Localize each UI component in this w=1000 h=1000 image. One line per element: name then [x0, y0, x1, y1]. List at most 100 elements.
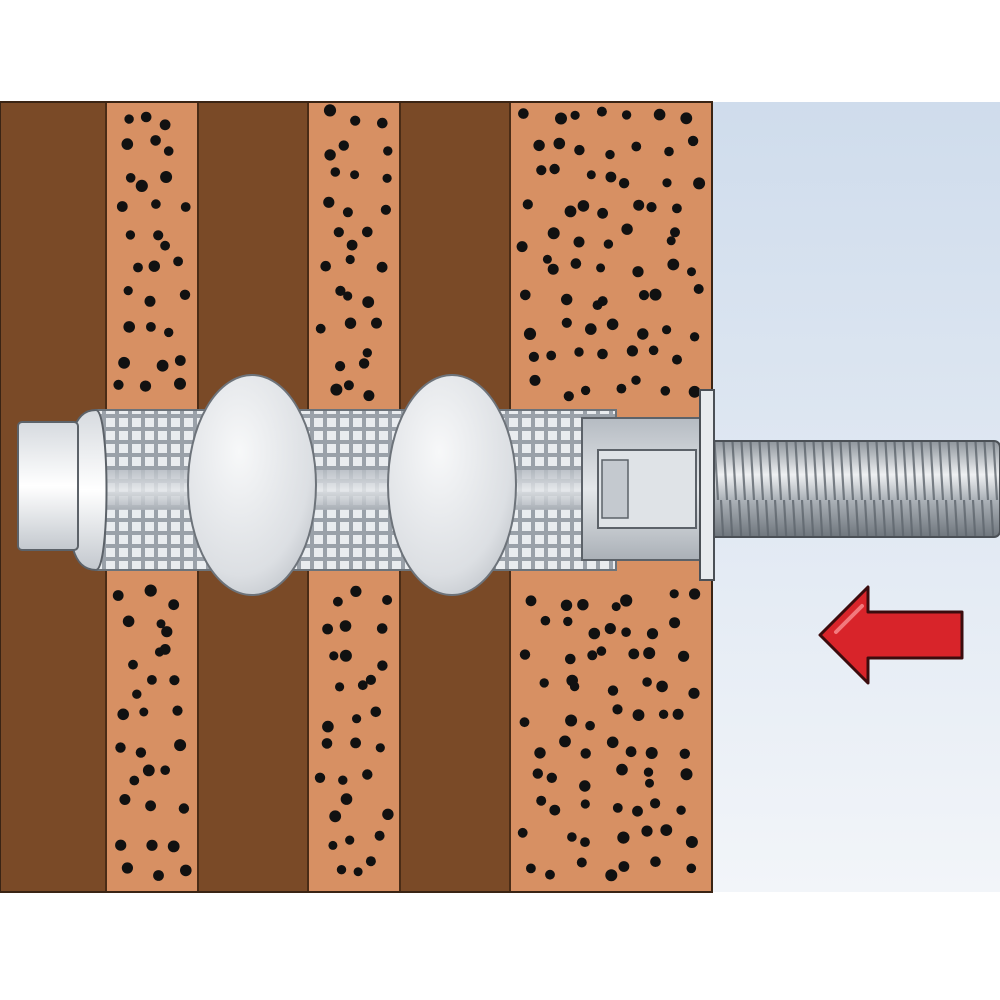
pore-dot — [563, 616, 573, 627]
pore-dot — [118, 356, 130, 369]
pore-dot — [323, 196, 335, 208]
pore-dot — [117, 708, 129, 721]
pore-dot — [116, 201, 128, 212]
pore-dot — [549, 163, 560, 175]
pore-dot — [330, 167, 341, 177]
pore-dot — [580, 837, 590, 847]
pore-dot — [371, 317, 382, 329]
pore-dot — [649, 288, 662, 301]
pore-dot — [585, 720, 595, 731]
pore-dot — [632, 805, 643, 817]
pore-dot — [597, 348, 608, 360]
pore-dot — [597, 207, 608, 219]
mortar-bulge-1 — [187, 374, 317, 596]
pore-dot — [620, 594, 633, 607]
pore-dot — [113, 379, 124, 390]
pore-dot — [122, 615, 135, 628]
pore-dot — [672, 354, 682, 365]
pore-dot — [632, 266, 644, 278]
pore-dot — [135, 747, 147, 758]
pore-dot — [605, 171, 617, 183]
pore-dot — [526, 863, 536, 874]
pore-dot — [370, 706, 382, 718]
pore-dot — [163, 146, 174, 156]
pore-dot — [322, 720, 334, 733]
pore-dot — [147, 675, 157, 685]
pore-dot — [656, 680, 668, 693]
pore-dot — [339, 620, 352, 632]
pore-dot — [345, 835, 355, 845]
pore-dot — [678, 650, 690, 662]
pore-dot — [151, 199, 161, 209]
pore-dot — [156, 619, 166, 629]
pore-dot — [689, 332, 700, 342]
pore-dot — [672, 708, 684, 720]
pore-dot — [672, 203, 682, 214]
pore-dot — [357, 680, 368, 691]
sleeve-head — [581, 389, 715, 581]
pore-dot — [643, 767, 654, 777]
pore-dot — [365, 856, 376, 867]
pore-dot — [516, 241, 528, 253]
pore-dot — [330, 383, 343, 396]
pore-dot — [160, 240, 171, 251]
pore-dot — [689, 588, 701, 600]
pore-dot — [339, 649, 352, 662]
pore-dot — [555, 112, 567, 125]
pore-dot — [180, 864, 192, 877]
pore-dot — [358, 358, 370, 369]
pore-dot — [144, 295, 156, 307]
pore-dot — [336, 865, 347, 875]
pore-dot — [344, 317, 357, 329]
pore-dot — [382, 595, 393, 605]
pore-dot — [664, 146, 674, 157]
pore-dot — [680, 768, 693, 781]
pore-dot — [519, 649, 531, 660]
insertion-arrow — [818, 585, 964, 685]
pore-dot — [632, 709, 645, 721]
pore-dot — [314, 772, 326, 783]
pore-dot — [140, 111, 152, 123]
pore-dot — [603, 239, 614, 249]
pore-dot — [362, 296, 375, 308]
pore-dot — [585, 323, 597, 335]
pore-dot — [570, 110, 580, 120]
rod-threads — [700, 441, 1000, 537]
pore-dot — [577, 599, 589, 611]
pore-dot — [596, 106, 607, 117]
pore-dot — [580, 748, 591, 759]
pore-dot — [606, 318, 619, 331]
pore-dot — [596, 646, 607, 656]
pore-dot — [642, 677, 652, 687]
pore-dot — [606, 736, 619, 749]
pore-dot — [323, 104, 337, 117]
pore-dot — [633, 199, 645, 211]
sleeve-collar — [699, 389, 715, 581]
mortar-bulges — [187, 374, 517, 596]
mortar-bulge-2 — [387, 374, 517, 596]
pore-dot — [376, 261, 388, 273]
pore-dot — [658, 709, 669, 719]
pore-dot — [144, 584, 157, 597]
pore-dot — [350, 737, 361, 749]
pore-dot — [669, 589, 679, 599]
pore-dot — [150, 135, 161, 146]
pore-dot — [115, 839, 127, 851]
pore-dot — [580, 385, 591, 396]
pore-dot — [573, 236, 585, 248]
pore-dot — [686, 863, 697, 874]
pore-dot — [380, 204, 391, 215]
pore-dot — [338, 775, 348, 785]
pore-dot — [643, 647, 656, 660]
pore-dot — [523, 327, 537, 340]
pore-dot — [597, 296, 608, 307]
pore-dot — [125, 230, 136, 240]
pore-dot — [596, 263, 606, 273]
pore-dot — [139, 707, 149, 717]
pore-dot — [125, 173, 136, 183]
pore-dot — [561, 317, 572, 328]
pore-dot — [626, 345, 639, 357]
pore-dot — [646, 202, 657, 213]
pore-dot — [328, 840, 338, 850]
pore-dot — [112, 590, 124, 601]
